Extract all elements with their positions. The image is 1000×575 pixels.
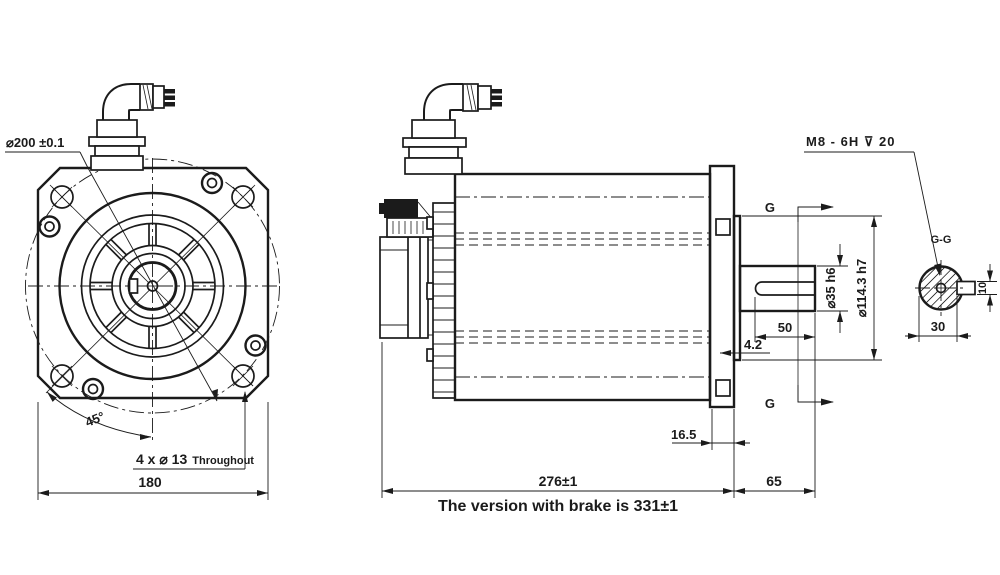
keyway-offset-dimension: 4.2 — [720, 313, 770, 358]
bolt-circle-dim: ⌀200 ±0.1 — [6, 135, 64, 150]
section-view-gg: G-G 30 — [905, 234, 997, 342]
motor-body — [453, 172, 712, 402]
side-view: G G M8 - 6H ⊽ 20 ⌀35 h6 — [379, 83, 941, 498]
key-width-dim: 10 — [977, 282, 989, 294]
keyway-length-dim: 50 — [778, 320, 792, 335]
flange-thickness-dim: 16.5 — [671, 427, 696, 442]
keyway-section — [956, 280, 976, 296]
front-flange — [708, 164, 742, 409]
holes-callout: 4 x ⌀ 13 Throughout — [133, 391, 254, 470]
section-width-dimension: 30 — [905, 296, 971, 342]
angle-dimension: 45° — [46, 391, 152, 440]
section-width-dim: 30 — [931, 319, 945, 334]
cover-screws — [38, 171, 267, 401]
mounting-holes — [50, 185, 255, 388]
spigot-dia-dimension: ⌀114.3 h7 — [742, 215, 882, 361]
connector-side — [402, 83, 502, 175]
keyway-slot — [754, 281, 815, 296]
shaft-length-dim: 65 — [766, 473, 782, 489]
bolt-circle-callout: ⌀200 ±0.1 — [5, 135, 218, 402]
rear-connector — [379, 199, 434, 238]
shaft-dia-dimension: ⌀35 h6 — [817, 244, 848, 333]
angle-dim: 45° — [83, 408, 107, 429]
keyway-notch-front — [128, 278, 139, 294]
keyway-offset-dim: 4.2 — [744, 337, 762, 352]
holes-note: Throughout — [192, 455, 254, 467]
section-title: G-G — [931, 234, 952, 246]
section-center-hole — [935, 282, 947, 294]
overall-length-dimension: 276±1 — [381, 342, 735, 498]
shaft-length-dimension: 65 — [734, 313, 816, 498]
brake-version-note: The version with brake is 331±1 — [438, 498, 678, 515]
connector-front — [88, 83, 175, 171]
width-dimension: 180 — [37, 402, 269, 500]
section-plane-g: G G — [765, 200, 834, 411]
shaft-dia-dim: ⌀35 h6 — [823, 267, 838, 308]
shaft — [738, 264, 817, 313]
flange-thickness-dimension: 16.5 — [671, 409, 750, 450]
overall-length-dim: 276±1 — [539, 473, 578, 489]
front-view: ⌀200 ±0.1 45° 4 x ⌀ 13 Throughout 180 — [5, 83, 280, 500]
section-letter-bottom: G — [765, 396, 775, 411]
encoder-housing — [379, 236, 433, 339]
width-dim: 180 — [138, 474, 162, 490]
key-width-dimension: 10 — [977, 264, 997, 312]
spoke-ring — [90, 223, 215, 349]
thread-callout: M8 - 6H ⊽ 20 — [806, 134, 895, 149]
holes-dim: 4 x ⌀ 13 — [136, 451, 187, 467]
section-letter-top: G — [765, 200, 775, 215]
keyway-length-dimension: 50 — [754, 297, 815, 342]
spigot-dia-dim: ⌀114.3 h7 — [854, 259, 869, 317]
